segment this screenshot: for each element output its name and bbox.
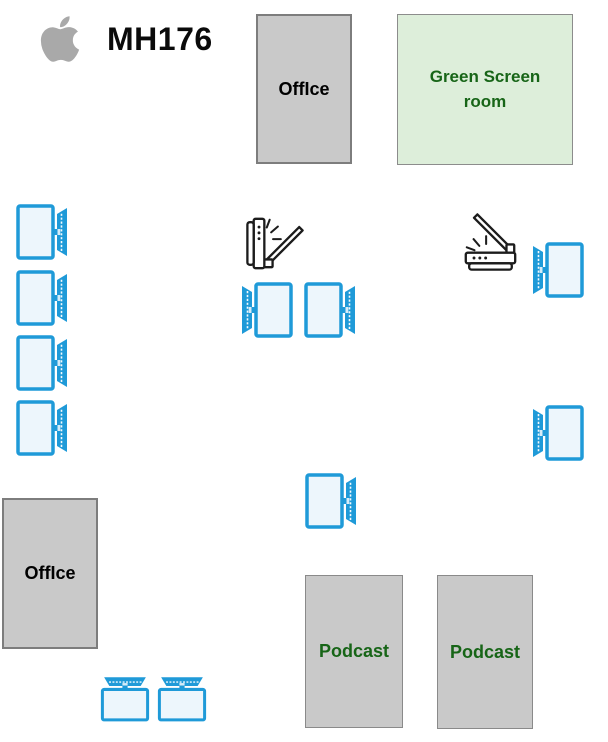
desktop-computer-icon — [305, 473, 357, 529]
apple-logo-icon — [40, 13, 80, 65]
room-label: OffIce — [24, 563, 76, 584]
desktop-computer-icon — [158, 676, 207, 721]
desktop-computer-icon — [532, 242, 584, 298]
room-label: OffIce — [278, 78, 330, 99]
desktop-computer-icon — [16, 204, 68, 260]
desktop-computer-icon — [241, 282, 293, 338]
room-office-top: OffIce — [256, 14, 352, 164]
desktop-computer-icon — [532, 405, 584, 461]
desktop-computer-icon — [304, 282, 356, 338]
room-label: Green Screen room — [429, 66, 541, 111]
desktop-computer-icon — [16, 335, 68, 391]
page-title: MH176 — [107, 21, 213, 57]
room-podcast-right: Podcast — [437, 575, 533, 729]
room-label: Podcast — [449, 641, 521, 662]
desktop-computer-icon — [16, 270, 68, 326]
desktop-computer-icon — [16, 400, 68, 456]
room-label: Podcast — [318, 641, 390, 662]
flatbed-scanner-icon — [243, 212, 307, 274]
room-office-left: OffIce — [2, 498, 98, 649]
room-podcast-left: Podcast — [305, 575, 403, 728]
room-green-screen: Green Screen room — [397, 14, 573, 165]
desktop-computer-icon — [101, 676, 150, 721]
flatbed-scanner-icon — [459, 210, 521, 274]
